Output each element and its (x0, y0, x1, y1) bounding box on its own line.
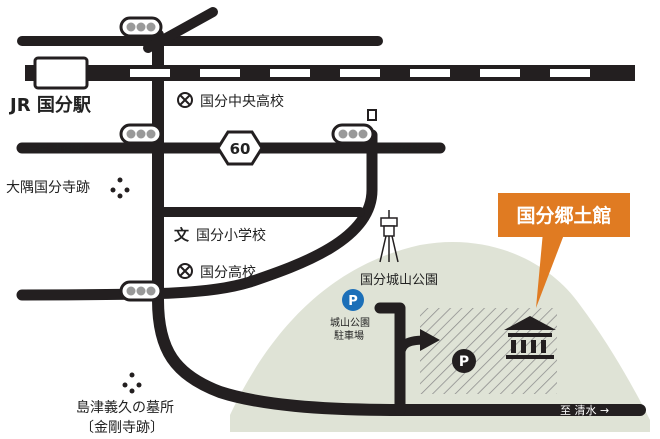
direction-kirishima-label: 至 霧島→ (384, 141, 430, 155)
school-x-icon (177, 92, 193, 108)
school-elementary-label: 国分小学校 (196, 227, 266, 244)
svg-text:国分郷土館: 国分郷土館 (516, 204, 611, 227)
temple-ruins-label: 大隅国分寺跡 (6, 180, 90, 196)
road-main-vertical (152, 29, 646, 416)
parking-icon: P (342, 289, 364, 311)
grave-dots-icon (122, 372, 142, 394)
speed-limit-sign: 60 (216, 130, 264, 166)
traffic-light-lower (119, 280, 163, 302)
svg-text:文: 文 (174, 226, 190, 244)
svg-text:P: P (348, 294, 358, 309)
direction-kiyomizu-label: 至 清水 → (560, 404, 609, 417)
traffic-light-middle-left (119, 123, 163, 145)
traffic-light-middle-right (331, 123, 375, 145)
parking-label-line2: 駐車場 (334, 329, 364, 342)
railway (25, 56, 635, 90)
bun-icon: 文 (174, 226, 190, 244)
grave-label-line1: 島津義久の墓所 (76, 399, 174, 416)
arrow-icon (420, 329, 440, 351)
station-label: JR 国分駅 (8, 95, 92, 116)
grave-label-line2: 〔金剛寺跡〕 (80, 420, 164, 436)
station-icon (33, 56, 89, 90)
park-label: 国分城山公園 (360, 273, 438, 288)
museum-callout: 国分郷土館 (498, 193, 630, 308)
svg-text:60: 60 (230, 140, 251, 158)
svg-text:P: P (459, 354, 469, 370)
road-park-access (374, 302, 406, 416)
school-x-icon (177, 263, 193, 279)
school-chuo-label: 国分中央高校 (200, 93, 284, 110)
parking-label-line1: 城山公園 (330, 317, 370, 329)
direction-city-label: ←至 市街地 (28, 141, 85, 155)
road-marker-icon (367, 109, 377, 121)
parking-icon: P (452, 349, 476, 373)
ruins-dots-icon (110, 177, 130, 199)
museum-building-icon (504, 316, 556, 359)
traffic-light-top (119, 16, 163, 38)
tower-icon (379, 210, 399, 263)
school-high-label: 国分高校 (200, 264, 256, 281)
